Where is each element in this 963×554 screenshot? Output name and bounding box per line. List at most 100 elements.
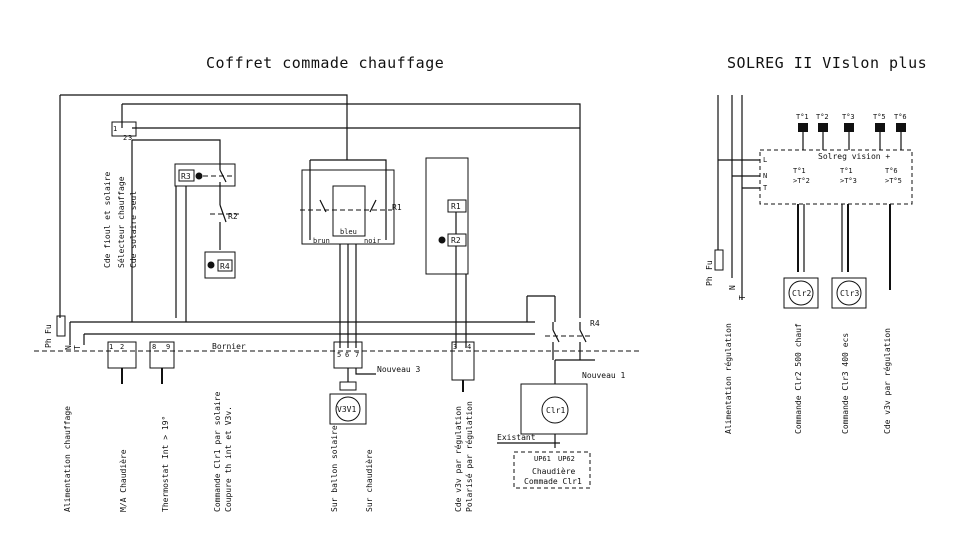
clr3-housing [831, 277, 867, 309]
clr1-housing [520, 383, 588, 435]
svg-text:Commande Clr3 400 ecs: Commande Clr3 400 ecs [841, 333, 850, 434]
selector-label-1: Cde fioul et solaire [103, 171, 112, 268]
svg-text:Polarisé par régulation: Polarisé par régulation [464, 401, 474, 512]
bornier-label: Bornier [212, 342, 246, 351]
svg-text:T°1: T°1 [796, 113, 809, 121]
supply-ph: Ph [44, 338, 53, 348]
clr3-label: Clr3 [840, 289, 859, 298]
row-2: >T°3 [840, 177, 857, 185]
sensor-row: T°1 T°2 T°3 T°5 T°6 [796, 113, 907, 150]
relay-r3: R3 [181, 172, 191, 181]
svg-text:Commande Clr1 par solaire: Commande Clr1 par solaire [213, 391, 222, 512]
chaudiere-line-2: Commade Clr1 [524, 477, 582, 486]
v3v1-label: V3V1 [337, 405, 356, 414]
relay-r1b: R1 [451, 202, 461, 211]
row-head-3: T°6 [885, 167, 898, 175]
terminal-l: L [763, 156, 767, 164]
selector-label-2: Sélecteur chauffage [116, 176, 126, 268]
solreg-unit [759, 149, 913, 205]
row-head-2: T°1 [840, 167, 853, 175]
svg-text:T°3: T°3 [842, 113, 855, 121]
svg-text:Coupure th int et V3v.: Coupure th int et V3v. [224, 406, 233, 512]
top-bus-phase [60, 94, 348, 160]
r1-blades [319, 199, 377, 213]
right-bottom-labels: Alimentation régulation Commande Clr2 50… [723, 323, 892, 434]
svg-text:Alimentation régulation: Alimentation régulation [723, 323, 733, 434]
svg-text:Cde v3v par régulation: Cde v3v par régulation [882, 328, 892, 434]
right-fuse [714, 249, 724, 271]
r4-contacts [552, 322, 581, 360]
clr1-frame [526, 295, 556, 322]
row-head-1: T°1 [793, 167, 806, 175]
chaudiere-box [513, 451, 591, 489]
r3-r4-column: R3 R2 R4 [174, 160, 240, 322]
svg-text:T°2: T°2 [816, 113, 829, 121]
svg-text:Alimentation chauffage: Alimentation chauffage [63, 406, 72, 512]
row-1: >T°2 [793, 177, 810, 185]
clr1-label: Clr1 [546, 406, 565, 415]
svg-text:1: 1 [109, 343, 113, 351]
v3v-block: R1 bleu brun noir [300, 159, 402, 348]
relay-r4b: R4 [590, 319, 600, 328]
supply-n: N [64, 345, 73, 350]
nouveau-3-leader [355, 368, 376, 375]
reg-wires [455, 212, 467, 348]
solreg-title: Solreg vision + [818, 152, 890, 161]
wire-noir: noir [364, 237, 381, 245]
r3-feed [132, 139, 221, 160]
v3v-cap [339, 381, 357, 391]
relay-r2b: R2 [451, 236, 461, 245]
feeds-to-unit [718, 159, 760, 189]
row-3: >T°5 [885, 177, 902, 185]
svg-text:Thermostat Int > 19°: Thermostat Int > 19° [161, 416, 170, 512]
terminal-n: N [763, 172, 767, 180]
v3v-wires [339, 244, 357, 348]
relay-r4: R4 [220, 262, 230, 271]
terminal-t: T [763, 184, 768, 192]
clr2-housing [783, 277, 819, 309]
svg-text:2: 2 [123, 134, 127, 142]
clr1-block: R4 Nouveau 1 Clr1 Existant UP61 UP62 Cha… [497, 295, 626, 489]
nouveau-3: Nouveau 3 [377, 365, 421, 374]
unit-outputs [797, 204, 891, 290]
terminal-numbers: 1 2 8 9 5 6 7 3 4 [109, 343, 471, 359]
clr2-label: Clr2 [792, 289, 811, 298]
left-supply: Ph Fu N T [44, 315, 82, 350]
clr2-circle [788, 280, 814, 306]
regulation-relays: R1 R2 [425, 157, 469, 348]
nouveau-1: Nouveau 1 [582, 371, 626, 380]
svg-text:9: 9 [166, 343, 170, 351]
supply-fu: Fu [44, 324, 53, 334]
svg-text:T°5: T°5 [873, 113, 886, 121]
left-bottom-labels: Alimentation chauffage M/A Chaudière The… [63, 391, 474, 512]
svg-text:4: 4 [467, 343, 471, 351]
clr3-circle [836, 280, 862, 306]
r2-blade [219, 204, 227, 223]
unit-outputs-2 [803, 204, 843, 272]
svg-text:Cde v3v par régulation: Cde v3v par régulation [453, 406, 463, 512]
wire-bleu: bleu [340, 228, 357, 236]
svg-text:Commande Clr2 500 chauf: Commande Clr2 500 chauf [794, 323, 803, 434]
right-supply-n: N [728, 285, 737, 290]
svg-text:1: 1 [113, 125, 117, 133]
relay-r1: R1 [392, 203, 402, 212]
top-bus-2 [122, 103, 581, 318]
up62: UP62 [558, 455, 575, 463]
v3v1-circle [335, 396, 361, 422]
left-panel: 1 2 3 Ph Fu N T Cde fioul et solaire Sél… [34, 94, 640, 512]
left-title: Coffret commade chauffage [206, 54, 444, 72]
svg-text:5: 5 [337, 351, 341, 359]
svg-text:7: 7 [355, 351, 359, 359]
selector-switch: 1 2 3 [111, 121, 137, 142]
wire-brun: brun [313, 237, 330, 245]
right-supply-ph: Ph [705, 276, 714, 286]
svg-text:8: 8 [152, 343, 156, 351]
relay-r2: R2 [228, 212, 238, 221]
v3v-frame [309, 159, 387, 240]
chaudiere-line-1: Chaudière [532, 466, 576, 476]
svg-text:Sur ballon solaire: Sur ballon solaire [330, 425, 339, 512]
clr1-circle [541, 396, 569, 424]
right-supply-t: T [738, 295, 747, 300]
v3v-body [329, 393, 367, 425]
svg-text:Sur chaudière: Sur chaudière [364, 449, 374, 512]
